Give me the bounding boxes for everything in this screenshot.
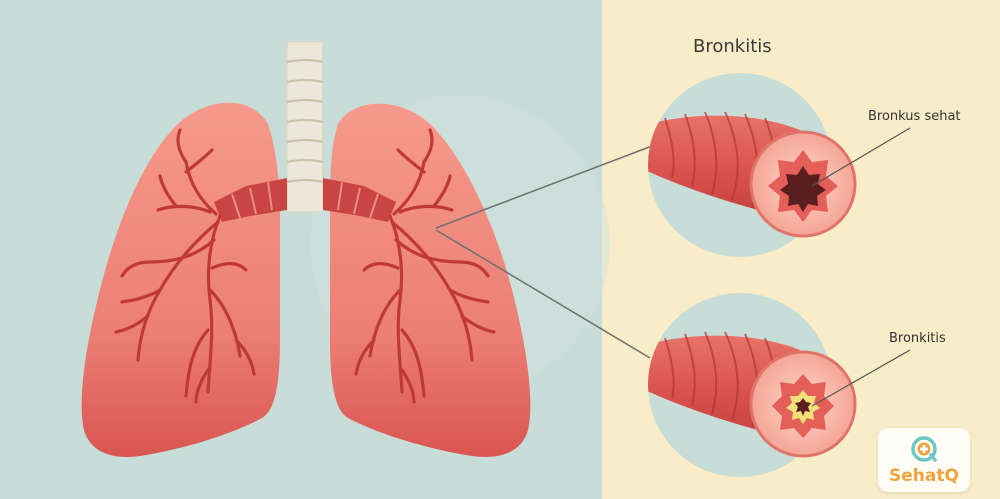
right-lung	[330, 103, 531, 457]
logo-text: SehatQ	[889, 466, 959, 486]
pointer-line-healthy	[435, 145, 653, 229]
label-bronchitis: Bronkitis	[889, 331, 946, 346]
left-bronchial-tree	[114, 128, 256, 404]
sehatq-logo: SehatQ	[878, 428, 970, 492]
plus-in-circle-icon	[911, 436, 937, 462]
pointer-line-bronchitis	[435, 229, 651, 359]
healthy-bronchus-detail	[648, 73, 911, 257]
bronchitis-detail	[648, 293, 911, 477]
left-lung	[81, 102, 280, 457]
label-healthy-bronchus: Bronkus sehat	[868, 109, 961, 124]
diagram-title: Bronkitis	[693, 36, 772, 57]
trachea	[286, 41, 324, 213]
right-bronchial-tree	[354, 128, 496, 404]
